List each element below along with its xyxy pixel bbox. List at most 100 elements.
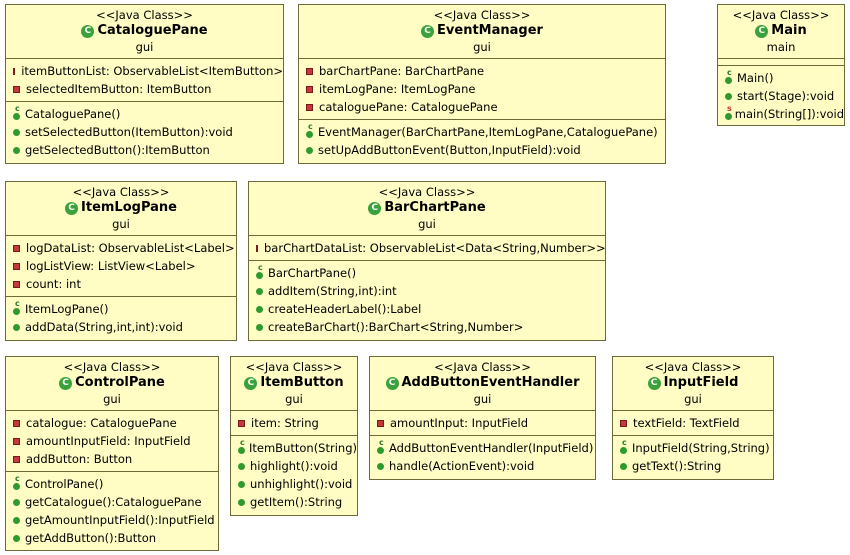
class-name-text: Main	[771, 23, 807, 38]
method-text: ItemLogPane()	[25, 302, 109, 316]
class-stereotype: <<Java Class>>	[378, 185, 476, 199]
constructor-icon: c	[377, 438, 384, 454]
public-method-icon	[13, 146, 20, 154]
method-text: start(Stage):void	[737, 89, 835, 103]
field-row[interactable]: catalogue: CataloguePane	[6, 414, 218, 432]
public-method-icon	[13, 498, 20, 506]
method-row[interactable]: highlight():void	[231, 457, 357, 475]
method-row[interactable]: createHeaderLabel():Label	[249, 300, 605, 318]
method-text: getItem():String	[250, 495, 343, 509]
field-text: addButton: Button	[26, 452, 133, 466]
field-row[interactable]: item: String	[231, 414, 357, 432]
field-text: catalogue: CataloguePane	[26, 416, 177, 430]
field-row[interactable]: amountInputField: InputField	[6, 432, 218, 450]
method-row[interactable]: unhighlight():void	[231, 475, 357, 493]
fields-compartment	[718, 59, 844, 66]
field-row[interactable]: cataloguePane: CataloguePane	[299, 98, 665, 116]
field-text: itemButtonList: ObservableList<ItemButto…	[21, 64, 283, 78]
class-stereotype: <<Java Class>>	[245, 360, 343, 374]
field-row[interactable]: logListView: ListView<Label>	[6, 257, 236, 275]
field-row[interactable]: selectedItemButton: ItemButton	[6, 80, 283, 98]
method-text: EventManager(BarChartPane,ItemLogPane,Ca…	[318, 125, 658, 139]
method-row[interactable]: addData(String,int,int):void	[6, 318, 236, 336]
public-method-icon	[238, 462, 245, 470]
private-field-icon	[13, 455, 20, 463]
public-method-icon	[256, 323, 263, 331]
private-field-icon	[13, 67, 16, 75]
field-row[interactable]: barChartDataList: ObservableList<Data<St…	[249, 239, 606, 257]
field-row[interactable]: barChartPane: BarChartPane	[299, 62, 665, 80]
field-row[interactable]: amountInput: InputField	[370, 414, 595, 432]
class-icon: C	[647, 376, 661, 390]
method-row[interactable]: start(Stage):void	[718, 87, 844, 105]
method-row[interactable]: setUpAddButtonEvent(Button,InputField):v…	[299, 141, 665, 159]
private-field-icon	[13, 280, 20, 288]
method-row[interactable]: addItem(String,int):int	[249, 282, 605, 300]
class-package: gui	[285, 392, 303, 406]
method-row[interactable]: getAmountInputField():InputField	[6, 511, 218, 529]
private-field-icon	[13, 262, 20, 270]
class-package: gui	[103, 392, 121, 406]
method-row[interactable]: getCatalogue():CataloguePane	[6, 493, 218, 511]
public-method-icon	[256, 287, 263, 295]
class-package: gui	[112, 217, 130, 231]
field-row[interactable]: itemButtonList: ObservableList<ItemButto…	[6, 62, 283, 80]
method-text: getAmountInputField():InputField	[25, 513, 215, 527]
field-row[interactable]: textField: TextField	[613, 414, 773, 432]
class-package: gui	[473, 392, 492, 406]
class-stereotype: <<Java Class>>	[732, 8, 830, 22]
private-field-icon	[13, 419, 20, 427]
method-row[interactable]: handle(ActionEvent):void	[370, 457, 595, 475]
field-row[interactable]: logDataList: ObservableList<Label>	[6, 239, 236, 257]
field-text: selectedItemButton: ItemButton	[26, 82, 212, 96]
method-text: handle(ActionEvent):void	[389, 459, 535, 473]
constructor-icon: c	[238, 438, 245, 454]
method-text: getCatalogue():CataloguePane	[25, 495, 202, 509]
method-row[interactable]: getItem():String	[231, 493, 357, 511]
constructor-icon: c	[256, 263, 263, 279]
field-row[interactable]: count: int	[6, 275, 236, 293]
method-row[interactable]: getAddButton():Button	[6, 529, 218, 547]
public-method-icon	[13, 323, 20, 331]
fields-compartment: item: String	[231, 411, 357, 436]
fields-compartment: amountInput: InputField	[370, 411, 595, 436]
method-row[interactable]: setSelectedButton(ItemButton):void	[6, 123, 283, 141]
method-row[interactable]: getText():String	[613, 457, 773, 475]
method-row[interactable]: getSelectedButton():ItemButton	[6, 141, 283, 159]
field-text: textField: TextField	[633, 416, 740, 430]
method-row[interactable]: createBarChart():BarChart<String,Number>	[249, 318, 605, 336]
class-name-text: BarChartPane	[384, 200, 486, 215]
class-icon: C	[368, 201, 382, 215]
field-row[interactable]: itemLogPane: ItemLogPane	[299, 80, 665, 98]
class-stereotype: <<Java Class>>	[644, 360, 742, 374]
field-row[interactable]: addButton: Button	[6, 450, 218, 468]
class-stereotype: <<Java Class>>	[434, 360, 531, 374]
